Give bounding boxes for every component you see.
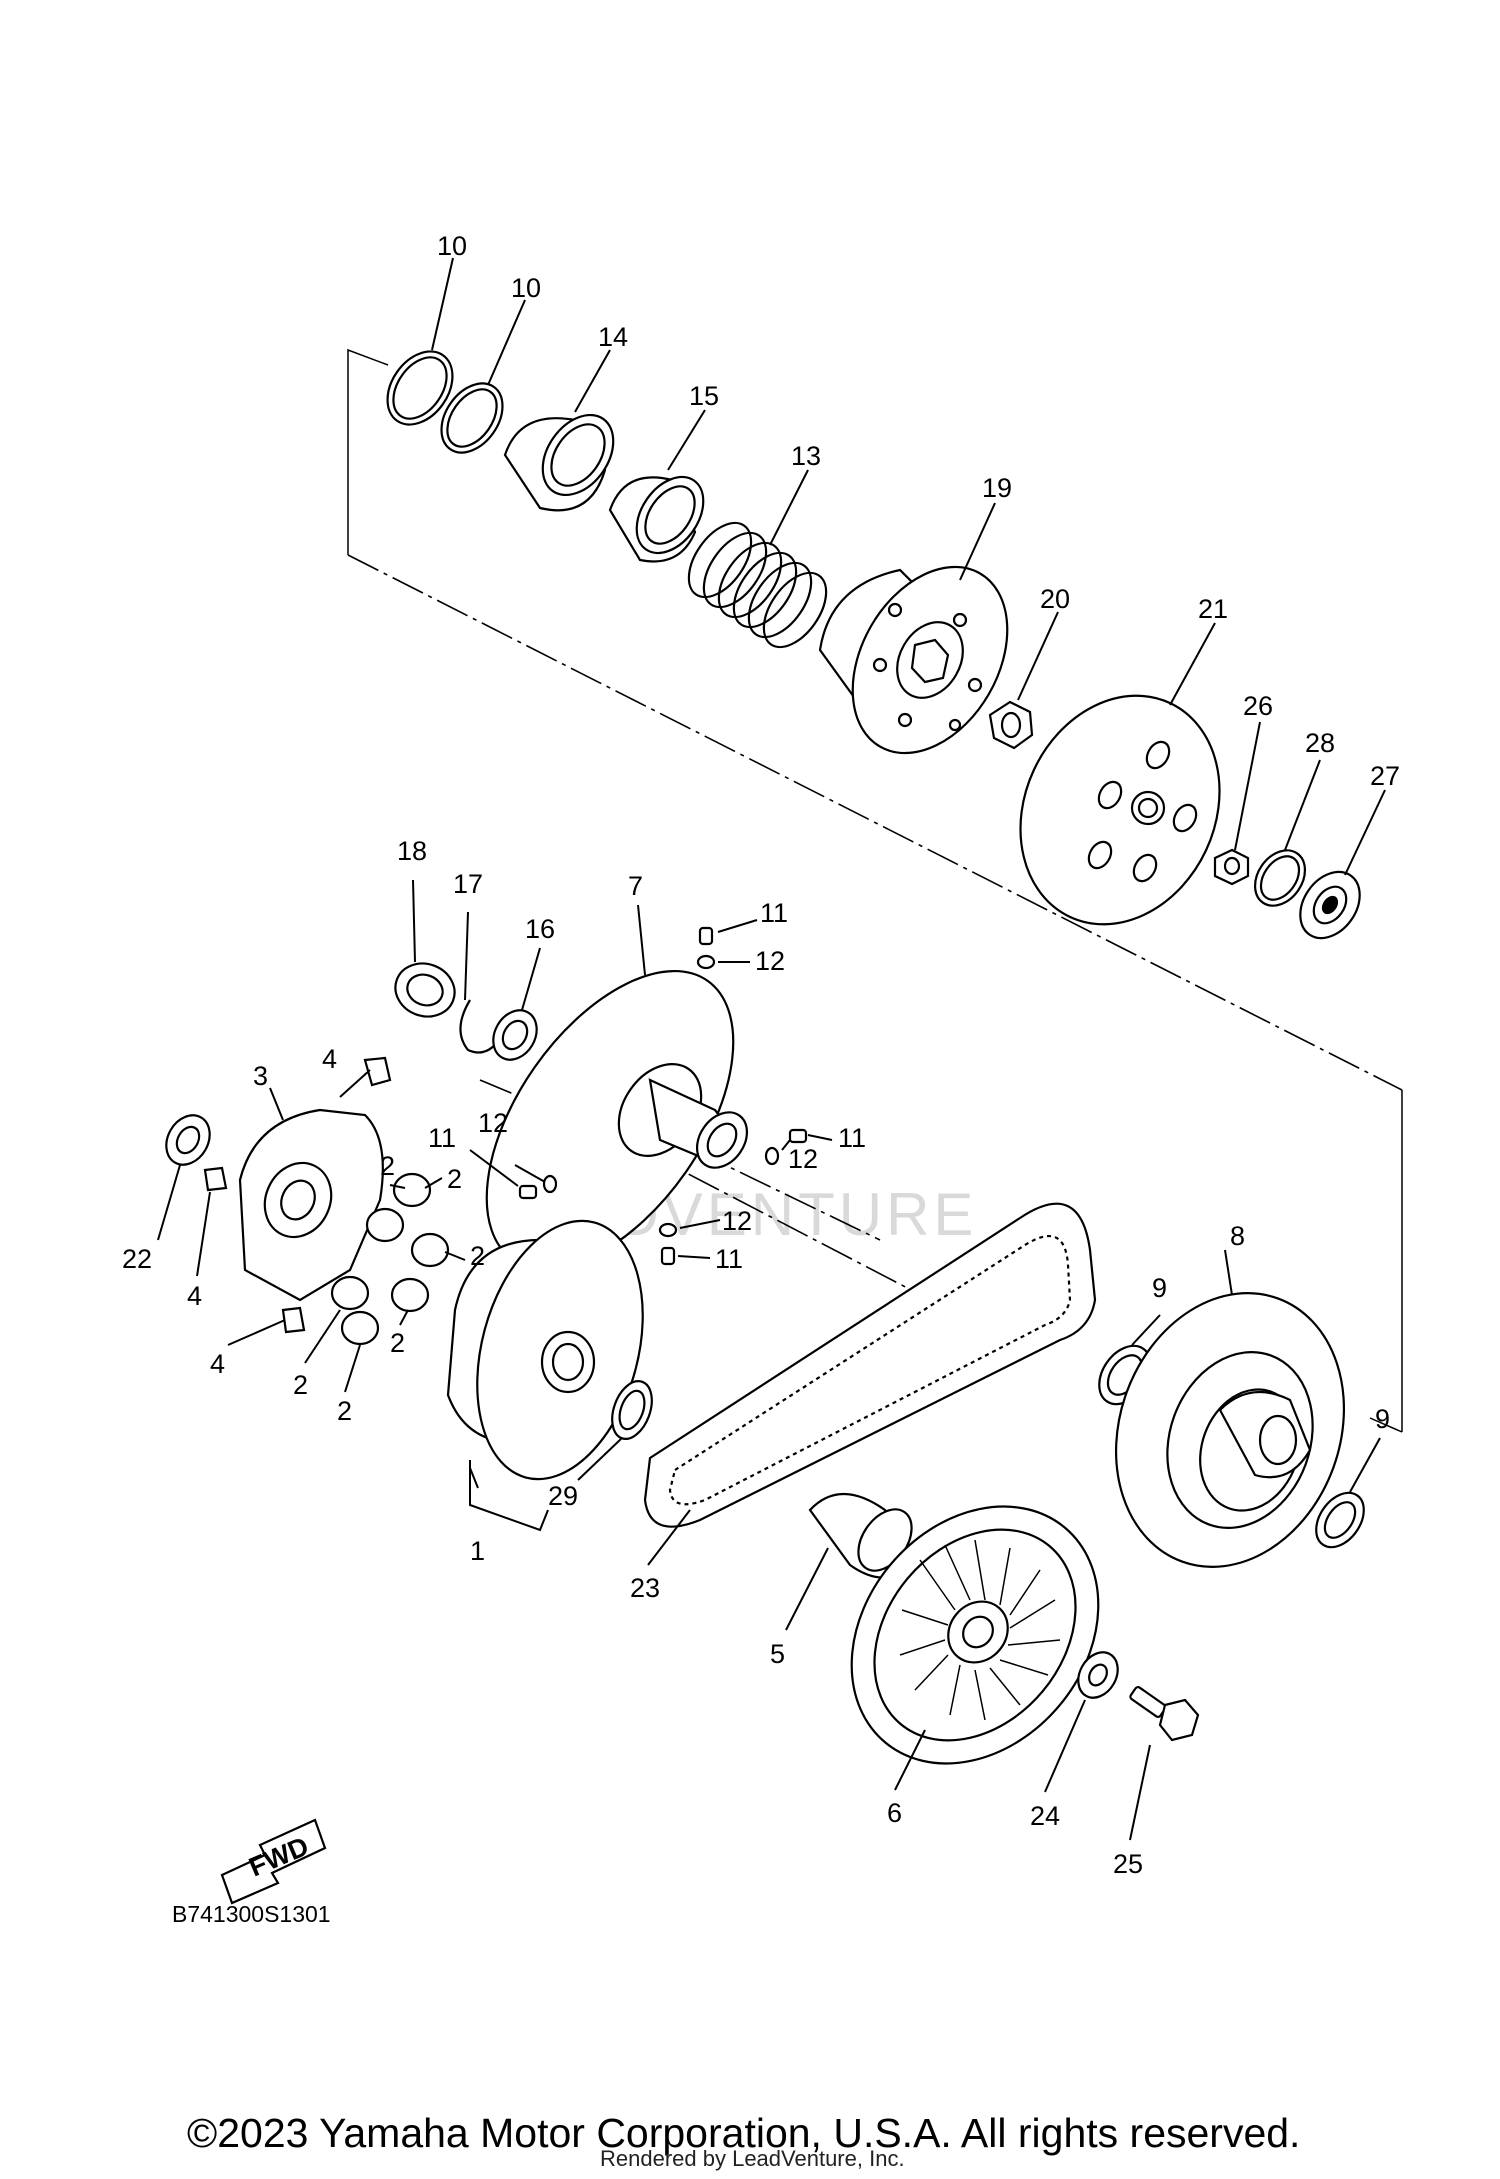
- callout-23: 23: [630, 1573, 660, 1603]
- callout-22: 22: [122, 1244, 152, 1274]
- callout-26: 26: [1243, 691, 1273, 721]
- callout-21: 21: [1198, 594, 1228, 624]
- callout-4b: 4: [187, 1281, 202, 1311]
- part-8-fixed-sheave: [1114, 1292, 1346, 1568]
- callout-12d: 12: [722, 1206, 752, 1236]
- callout-25: 25: [1113, 1849, 1143, 1879]
- callout-27: 27: [1370, 761, 1400, 791]
- part-29-oil-seal: [611, 1380, 653, 1440]
- callout-17: 17: [453, 869, 483, 899]
- part-14-bearing-sleeve: [503, 413, 615, 512]
- callout-labels: 10 10 14 15 13 19 20 21 26 28 27 18 17 1…: [122, 231, 1400, 1879]
- part-3-cam-plate: [238, 1108, 384, 1302]
- part-9-washer-b: [1315, 1491, 1365, 1549]
- callout-9b: 9: [1375, 1404, 1390, 1434]
- part-4-slider-a: [363, 1056, 392, 1087]
- part-27-bearing: [1299, 870, 1361, 940]
- callout-10b: 10: [511, 273, 541, 303]
- part-6-fan-pulley: [850, 1505, 1100, 1765]
- rendered-by: Rendered by LeadVenture, Inc.: [600, 2146, 905, 2171]
- callout-12a: 12: [755, 946, 785, 976]
- callout-9a: 9: [1152, 1273, 1167, 1303]
- part-19-clutch-carrier: [818, 565, 1009, 755]
- part-25-bolt: [1129, 1686, 1200, 1742]
- callout-2c: 2: [470, 1241, 485, 1271]
- part-10-circlip-b: [440, 382, 504, 454]
- callout-4a: 4: [322, 1044, 337, 1074]
- callout-12c: 12: [478, 1108, 508, 1138]
- callout-29: 29: [548, 1481, 578, 1511]
- callout-19: 19: [982, 473, 1012, 503]
- part-21-clutch-housing: [1019, 694, 1221, 926]
- guide-pins-and-rollers: [518, 926, 808, 1266]
- callout-4c: 4: [210, 1349, 225, 1379]
- part-10-circlip-a: [386, 350, 454, 426]
- callout-2d: 2: [390, 1328, 405, 1358]
- callout-15: 15: [689, 381, 719, 411]
- part-1-primary-sliding-sheave: [446, 1219, 644, 1481]
- part-26-nut: [1213, 848, 1250, 886]
- callout-11c: 11: [428, 1123, 456, 1153]
- callout-10a: 10: [437, 231, 467, 261]
- callout-24: 24: [1030, 1801, 1060, 1831]
- callout-2e: 2: [293, 1370, 308, 1400]
- callout-2f: 2: [337, 1396, 352, 1426]
- callout-28: 28: [1305, 728, 1335, 758]
- part-20-nut: [988, 700, 1034, 750]
- part-18-needle-bearing: [394, 962, 456, 1018]
- part-16-oil-seal: [492, 1009, 538, 1061]
- callout-11d: 11: [715, 1244, 743, 1274]
- callout-13: 13: [791, 441, 821, 471]
- part-7-sliding-sheave: [485, 969, 749, 1271]
- fwd-arrow-icon: FWD: [220, 1818, 327, 1905]
- callout-16: 16: [525, 914, 555, 944]
- callout-6: 6: [887, 1798, 902, 1828]
- part-2-weight-rollers: [330, 1172, 450, 1346]
- callout-1: 1: [470, 1536, 485, 1566]
- part-22-washer: [165, 1114, 211, 1166]
- part-4-slider-c: [281, 1306, 306, 1334]
- part-24-washer: [1077, 1651, 1119, 1699]
- part-15-collar: [608, 475, 705, 563]
- callout-11b: 11: [838, 1123, 866, 1153]
- callout-2b: 2: [447, 1164, 462, 1194]
- callout-11a: 11: [760, 898, 788, 928]
- part-13-compression-spring: [687, 521, 828, 649]
- callout-20: 20: [1040, 584, 1070, 614]
- callout-18: 18: [397, 836, 427, 866]
- callout-7: 7: [628, 871, 643, 901]
- leader-lines: [157, 257, 1386, 1841]
- part-28-circlip: [1253, 849, 1307, 907]
- copyright-notice: ©2023 Yamaha Motor Corporation, U.S.A. A…: [187, 2110, 1300, 2156]
- callout-5: 5: [770, 1639, 785, 1669]
- callout-2a: 2: [380, 1151, 395, 1181]
- part-4-slider-b: [203, 1166, 228, 1192]
- drawing-code: B741300S1301: [172, 1901, 331, 1927]
- callout-12b: 12: [788, 1144, 818, 1174]
- part-23-v-belt: [643, 1202, 1097, 1528]
- callout-3: 3: [253, 1061, 268, 1091]
- callout-14: 14: [598, 322, 628, 352]
- callout-8: 8: [1230, 1221, 1245, 1251]
